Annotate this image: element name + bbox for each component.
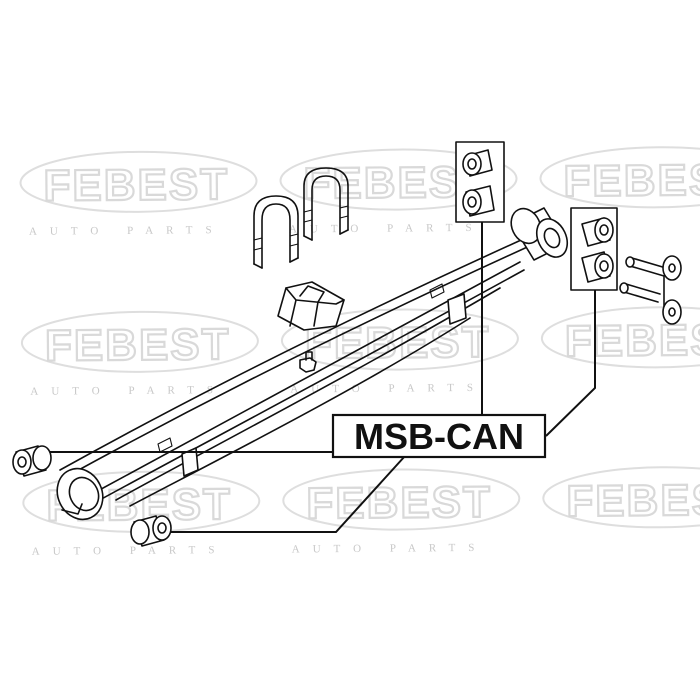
watermark-brand: FEBEST (45, 320, 231, 371)
watermark-subtitle: AUTO PARTS (29, 224, 225, 238)
spring-seat-plate (277, 281, 345, 331)
watermark-brand: FEBEST (43, 160, 229, 211)
bushing-icon (581, 251, 614, 283)
u-bolt-left (253, 195, 299, 269)
watermark-subtitle: AUTO PARTS (292, 542, 488, 556)
bushing-front-loose (12, 445, 52, 477)
watermark-9: FEBEST (542, 466, 700, 529)
watermark-1: FEBEST AUTO PARTS (19, 150, 258, 238)
bushing-icon (462, 149, 493, 177)
bushing-group-top (455, 141, 505, 223)
leaf-spring-pack (59, 235, 535, 507)
watermark-3: FEBEST (539, 146, 700, 209)
center-bolt-nut (299, 351, 317, 373)
watermark-subtitle: AUTO PARTS (289, 222, 485, 236)
bushing-bottom-loose (130, 515, 172, 547)
shackle-pin-upper (625, 255, 682, 281)
shackle-pin-lower (619, 275, 682, 325)
watermark-brand: FEBEST (306, 478, 492, 529)
watermark-6: FEBEST (540, 306, 700, 369)
watermark-4: FEBEST AUTO PARTS (20, 310, 259, 398)
u-bolt-right (303, 167, 349, 241)
bushing-group-right (570, 207, 618, 291)
part-number-callout: MSB-CAN (331, 413, 547, 459)
watermark-subtitle: AUTO PARTS (32, 544, 228, 558)
part-number-label: MSB-CAN (354, 416, 524, 457)
bushing-icon (581, 217, 614, 247)
watermark-brand: FEBEST (566, 475, 700, 526)
watermark-brand: FEBEST (563, 156, 700, 207)
leader-lines (50, 222, 596, 533)
spring-rear-eye (510, 207, 569, 261)
watermark-8: FEBEST AUTO PARTS (282, 468, 521, 556)
watermark-subtitle: AUTO PARTS (290, 382, 486, 396)
watermark-layer: FEBEST AUTO PARTS FEBEST AUTO PARTS FEBE… (19, 146, 700, 558)
watermark-subtitle: AUTO PARTS (30, 384, 226, 398)
watermark-brand: FEBEST (565, 316, 700, 367)
spring-front-eye (56, 467, 104, 521)
bushing-icon (462, 185, 495, 217)
